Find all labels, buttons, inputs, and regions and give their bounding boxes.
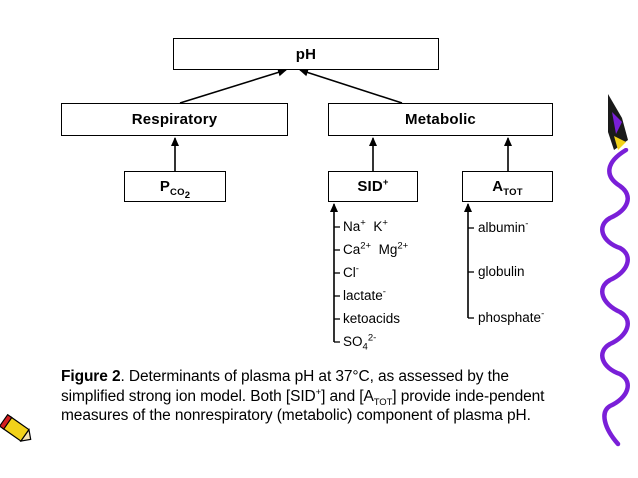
sid-component-ca-mg: Ca2+ Mg2+: [343, 240, 409, 257]
sid-component-cl: Cl-: [343, 263, 359, 280]
ph-label: pH: [295, 45, 317, 63]
pco2-label: PCO2: [159, 177, 191, 201]
sid-component-so4: SO42-: [343, 332, 377, 353]
sid-component-na-k: Na+ K+: [343, 217, 388, 234]
respiratory-label: Respiratory: [131, 111, 218, 128]
arrow-respiratory-to-ph: [179, 68, 287, 104]
sid-box: SID+: [328, 171, 418, 202]
sid-component-lactate: lactate-: [343, 286, 386, 303]
atot-component-globulin: globulin: [478, 264, 525, 279]
ph-box: pH: [173, 38, 439, 70]
atot-box: ATOT: [462, 171, 553, 202]
metabolic-label: Metabolic: [405, 111, 476, 128]
figure-label: Figure 2: [61, 368, 121, 385]
sid-label: SID+: [357, 177, 389, 195]
sid-component-ketoacids: ketoacids: [343, 311, 401, 326]
pencil-tip-icon: [608, 94, 628, 150]
metabolic-box: Metabolic: [328, 103, 553, 136]
atot-label: ATOT: [492, 178, 523, 198]
pco2-box: PCO2: [124, 171, 226, 202]
atot-component-albumin: albumin-: [478, 218, 529, 235]
squiggle-decoration: [600, 148, 630, 447]
figure-caption: Figure 2. Determinants of plasma pH at 3…: [61, 368, 545, 424]
pencil-icon: [0, 413, 32, 442]
respiratory-box: Respiratory: [61, 103, 288, 136]
atot-component-phosphate: phosphate-: [478, 308, 545, 325]
arrow-metabolic-to-ph: [299, 68, 403, 104]
